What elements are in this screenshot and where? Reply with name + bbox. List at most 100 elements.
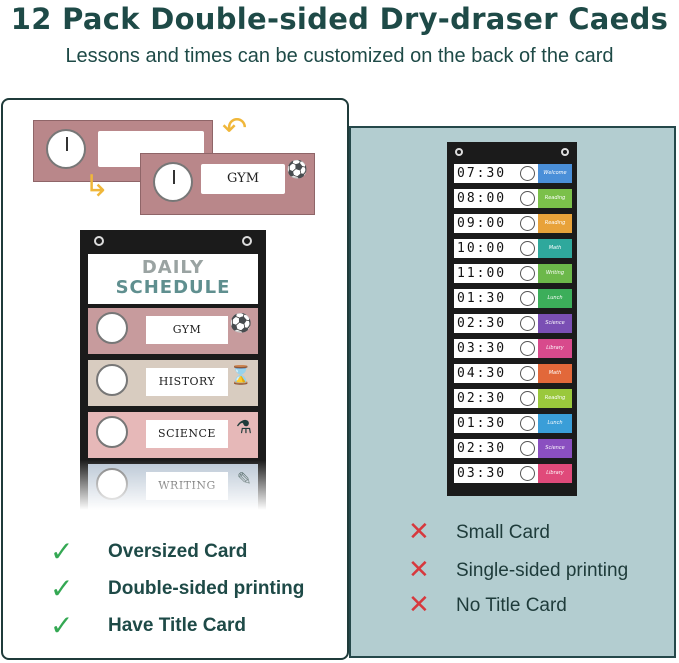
hourglass-icon: ⌛: [229, 365, 252, 386]
card-label: SCIENCE: [158, 427, 216, 440]
clock-icon: [96, 416, 128, 448]
title-card-line1: DAILY: [141, 257, 205, 278]
schedule-card: SCIENCE ⚗: [88, 412, 258, 458]
schedule-row: 03:30 Library: [454, 339, 572, 358]
clock-icon: [153, 162, 193, 202]
checkmark-icon: ✓: [50, 535, 74, 568]
title-card-line2: SCHEDULE: [115, 277, 231, 298]
cross-icon: ✕: [408, 590, 430, 620]
pocket-chart-large: DAILY SCHEDULE GYM⚽HISTORY⌛SCIENCE⚗WRITI…: [80, 230, 266, 510]
schedule-subject: Reading: [538, 389, 572, 408]
schedule-time: 09:00: [457, 216, 507, 231]
con-text: Single-sided printing: [456, 560, 629, 581]
schedule-row: 02:30 Science: [454, 439, 572, 458]
schedule-time: 01:30: [457, 416, 507, 431]
schedule-subject: Science: [538, 314, 572, 333]
clock-icon: [520, 216, 535, 231]
schedule-subject: Science: [538, 439, 572, 458]
schedule-time: 08:00: [457, 191, 507, 206]
clock-icon: [520, 466, 535, 481]
pro-text: Have Title Card: [108, 615, 246, 636]
schedule-row: 09:00 Reading: [454, 214, 572, 233]
schedule-time: 02:30: [457, 441, 507, 456]
checkmark-icon: ✓: [50, 609, 74, 642]
clock-icon: [96, 312, 128, 344]
schedule-time: 02:30: [457, 316, 507, 331]
card-label-slot: GYM: [201, 164, 285, 194]
clock-icon: [520, 166, 535, 181]
con-item: ✕ No Title Card: [408, 591, 668, 621]
card-label-slot: GYM: [146, 316, 228, 344]
lab-flask-icon: ⚗: [235, 417, 252, 438]
schedule-time: 04:30: [457, 366, 507, 381]
clock-icon: [520, 316, 535, 331]
clock-icon: [520, 416, 535, 431]
card-label: HISTORY: [158, 375, 216, 388]
schedule-subject: Library: [538, 339, 572, 358]
page-title: 12 Pack Double-sided Dry-draser Caeds: [10, 2, 669, 36]
con-item: ✕ Single-sided printing: [408, 556, 668, 586]
schedule-time: 11:00: [457, 266, 507, 281]
clock-icon: [520, 191, 535, 206]
sports-balls-icon: ⚽: [229, 313, 252, 334]
page-subtitle: Lessons and times can be customized on t…: [65, 45, 614, 67]
schedule-subject: Writing: [538, 264, 572, 283]
schedule-subject: Reading: [538, 189, 572, 208]
cross-icon: ✕: [408, 555, 430, 585]
clock-icon: [520, 291, 535, 306]
arrow-curved-icon: ↶: [222, 111, 248, 146]
clock-icon: [46, 129, 86, 169]
grommet: [561, 148, 569, 156]
schedule-row: 07:30 Welcome: [454, 164, 572, 183]
pro-item: ✓ Have Title Card: [50, 611, 340, 643]
card-label-slot: HISTORY: [146, 368, 228, 396]
schedule-card: GYM ⚽: [88, 308, 258, 354]
schedule-row: 10:00 Math: [454, 239, 572, 258]
schedule-row: 01:30 Lunch: [454, 414, 572, 433]
card-label: GYM: [226, 171, 260, 186]
schedule-time: 10:00: [457, 241, 507, 256]
pro-item: ✓ Oversized Card: [50, 537, 340, 569]
pro-text: Oversized Card: [108, 541, 248, 562]
arrow-curved-icon: ↳: [84, 169, 110, 204]
fade-overlay: [80, 460, 266, 510]
schedule-row: 02:30 Science: [454, 314, 572, 333]
schedule-card: HISTORY ⌛: [88, 360, 258, 406]
front-card: GYM ⚽: [140, 153, 315, 215]
schedule-time: 01:30: [457, 291, 507, 306]
sports-balls-icon: ⚽: [286, 160, 308, 180]
schedule-subject: Lunch: [538, 414, 572, 433]
schedule-subject: Welcome: [538, 164, 572, 183]
schedule-row: 11:00 Writing: [454, 264, 572, 283]
schedule-subject: Reading: [538, 214, 572, 233]
clock-icon: [520, 341, 535, 356]
clock-icon: [520, 366, 535, 381]
schedule-time: 02:30: [457, 391, 507, 406]
pro-item: ✓ Double-sided printing: [50, 574, 340, 606]
clock-icon: [520, 441, 535, 456]
card-label: GYM: [172, 323, 202, 336]
con-text: No Title Card: [456, 595, 567, 616]
schedule-row: 04:30 Math: [454, 364, 572, 383]
clock-icon: [520, 391, 535, 406]
clock-icon: [520, 266, 535, 281]
schedule-subject: Lunch: [538, 289, 572, 308]
schedule-time: 07:30: [457, 166, 507, 181]
cross-icon: ✕: [408, 517, 430, 547]
schedule-row: 08:00 Reading: [454, 189, 572, 208]
schedule-time: 03:30: [457, 466, 507, 481]
grommet: [455, 148, 463, 156]
schedule-row: 02:30 Reading: [454, 389, 572, 408]
con-item: ✕ Small Card: [408, 518, 668, 548]
schedule-subject: Math: [538, 364, 572, 383]
grommet: [94, 236, 104, 246]
back-card: [33, 120, 213, 182]
schedule-time: 03:30: [457, 341, 507, 356]
clock-icon: [520, 241, 535, 256]
checkmark-icon: ✓: [50, 572, 74, 605]
schedule-subject: Math: [538, 239, 572, 258]
clock-icon: [96, 364, 128, 396]
schedule-row: 01:30 Lunch: [454, 289, 572, 308]
